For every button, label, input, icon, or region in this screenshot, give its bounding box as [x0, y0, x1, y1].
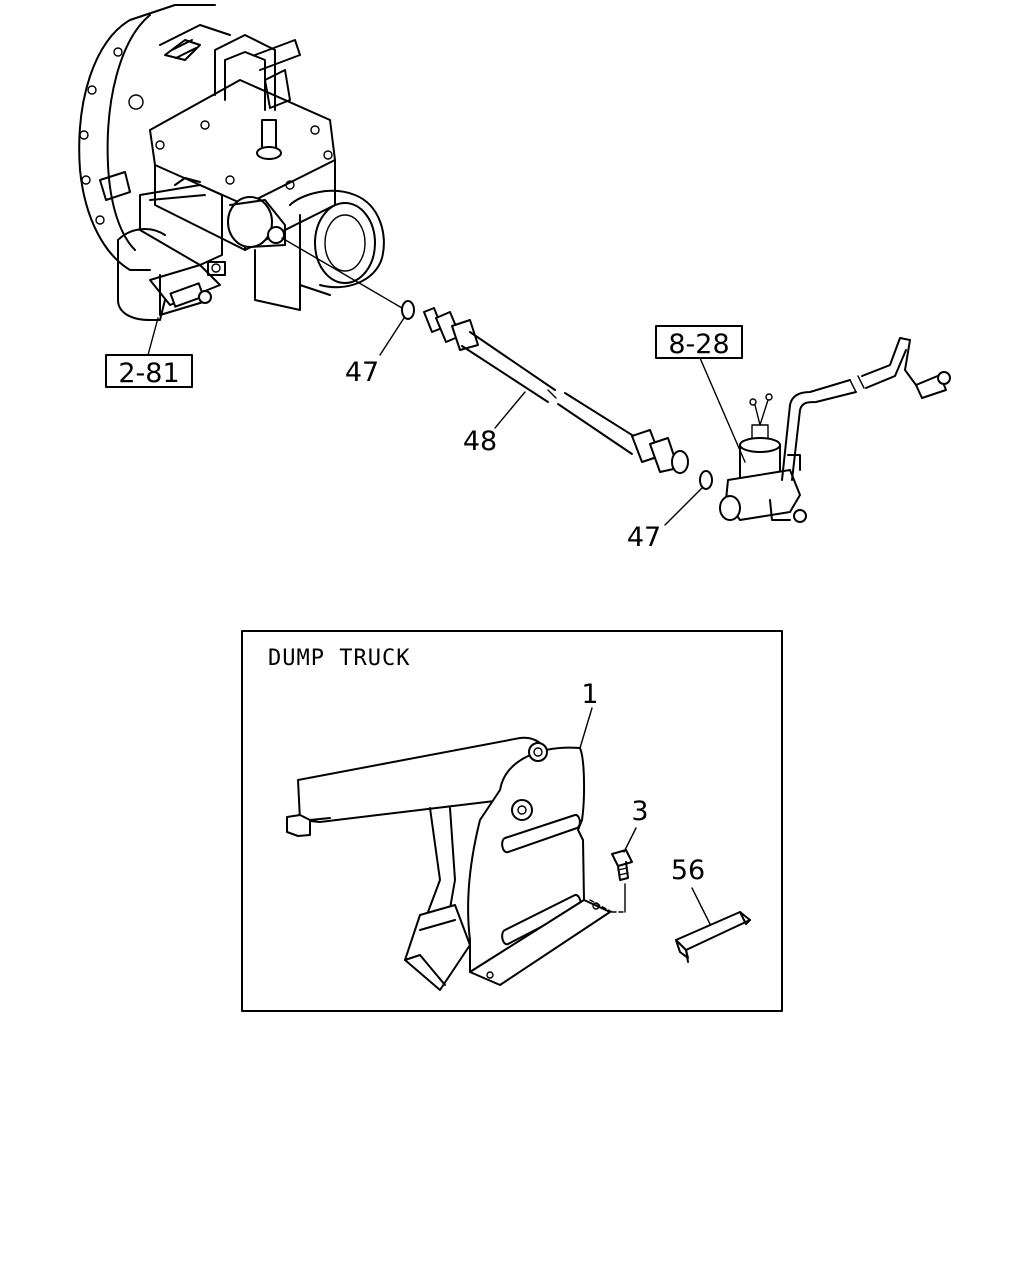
clip[interactable]: 56	[671, 855, 751, 963]
ref-label-transmission: 2-81	[118, 358, 179, 389]
inset-title: DUMP TRUCK	[268, 646, 410, 671]
inset-panel: DUMP TRUCK	[241, 630, 783, 1012]
bracket[interactable]: 1	[286, 679, 611, 991]
callout-bolt: 3	[631, 796, 648, 827]
leader-line	[281, 237, 403, 309]
callout-bracket: 1	[581, 679, 598, 710]
o-ring-lower[interactable]: 47	[627, 470, 713, 553]
bolt[interactable]: 3	[589, 796, 649, 913]
o-ring-upper[interactable]: 47	[345, 300, 415, 388]
callout-clip: 56	[671, 855, 705, 886]
valve-assembly	[699, 337, 951, 523]
callout-hose: 48	[463, 426, 497, 457]
transmission-assembly	[78, 4, 385, 356]
ref-box-valve[interactable]: 8-28	[655, 325, 743, 360]
callout-o-ring-upper: 47	[345, 357, 379, 388]
callout-o-ring-lower: 47	[627, 522, 661, 553]
hose-assembly[interactable]: 48	[423, 307, 689, 474]
ref-label-valve: 8-28	[668, 329, 729, 360]
ref-box-transmission[interactable]: 2-81	[105, 354, 193, 389]
